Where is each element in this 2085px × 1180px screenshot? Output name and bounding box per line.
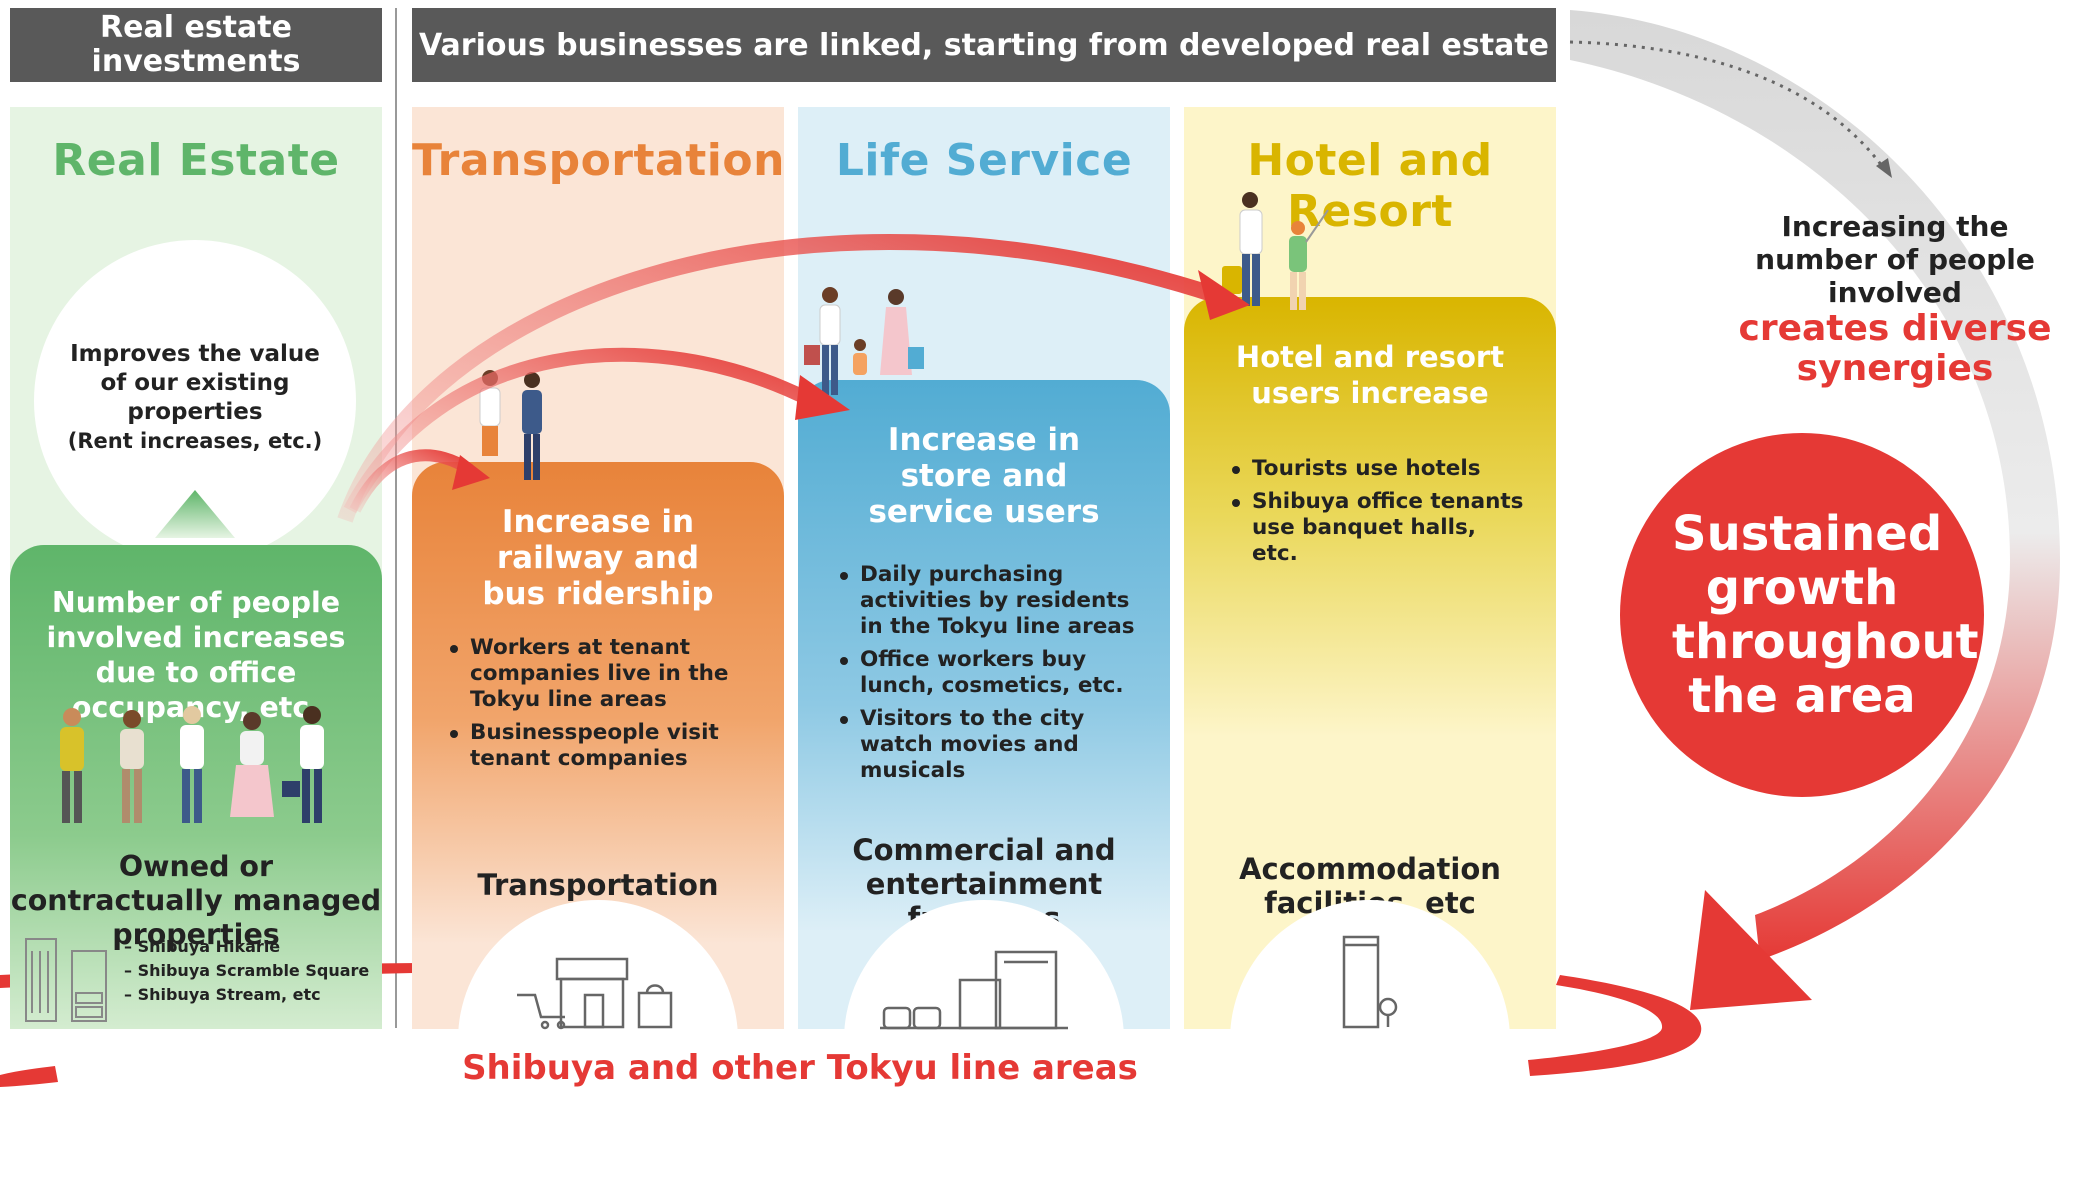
life-bullets: Daily purchasing activities by residents…: [834, 562, 1144, 791]
business-people-icon: [479, 370, 542, 480]
hotel-bullets: Tourists use hotels Shibuya office tenan…: [1226, 456, 1526, 574]
transport-bullets: Workers at tenant companies live in the …: [444, 635, 744, 779]
header-left-text: Real estate investments: [91, 10, 301, 79]
property-item: – Shibuya Stream, etc: [124, 985, 321, 1004]
life-card-title: Increase in store and service users: [868, 422, 1100, 530]
column-title-real-estate: Real Estate: [52, 135, 340, 186]
bullet-item: Tourists use hotels: [1226, 456, 1526, 482]
bullet-item: Businesspeople visit tenant companies: [444, 720, 744, 772]
synergy-line1: Increasing the number of people involved: [1755, 210, 2035, 309]
header-left: Real estate investments: [10, 8, 382, 82]
value-circle-line2: (Rent increases, etc.): [67, 429, 323, 453]
hotel-building-icon: [1342, 935, 1398, 1029]
commercial-buildings-icon: [880, 950, 1068, 1030]
bullet-item: Office workers buy lunch, cosmetics, etc…: [834, 647, 1144, 699]
bullet-item: Visitors to the city watch movies and mu…: [834, 706, 1144, 784]
transport-function: Transportation: [477, 868, 719, 902]
bullet-item: Shibuya office tenants use banquet halls…: [1226, 489, 1526, 567]
sustained-growth-circle: Sustained growth throughout the area: [1620, 433, 1984, 797]
tourists-icon: [1222, 192, 1329, 310]
real-estate-function: Owned or contractually managed propertie…: [10, 850, 382, 951]
property-item: – Shibuya Scramble Square: [124, 961, 370, 980]
synergy-line2: creates diverse synergies: [1738, 308, 2052, 389]
value-circle-line1: Improves the value of our existing prope…: [70, 341, 320, 425]
hotel-card-title: Hotel and resort users increase: [1235, 340, 1505, 410]
up-triangle-icon: [155, 490, 235, 538]
property-item: – Shibuya Hikarie: [124, 937, 281, 956]
synergy-text: Increasing the number of people involved…: [1705, 210, 2085, 389]
value-circle-text: Improves the value of our existing prope…: [60, 340, 330, 456]
bullet-item: Daily purchasing activities by residents…: [834, 562, 1144, 640]
sustained-growth-text: Sustained growth throughout the area: [1672, 506, 1979, 724]
buildings-icon: [25, 938, 107, 1022]
shop-icon: [517, 957, 673, 1030]
walking-people-icon: [60, 706, 324, 823]
bottom-area-label: Shibuya and other Tokyu line areas: [462, 1048, 1138, 1088]
header-main-text: Various businesses are linked, starting …: [418, 27, 1549, 63]
shopping-family-icon: [804, 287, 924, 395]
flow-arrows: [337, 233, 1250, 523]
header-main: Various businesses are linked, starting …: [412, 8, 1556, 82]
column-title-life-service: Life Service: [835, 135, 1133, 186]
bullet-item: Workers at tenant companies live in the …: [444, 635, 744, 713]
header-divider: [395, 8, 397, 1028]
transport-card-title: Increase in railway and bus ridership: [482, 504, 714, 612]
column-title-transportation: Transportation: [412, 135, 785, 186]
property-list: – Shibuya Hikarie – Shibuya Scramble Squ…: [124, 935, 369, 1007]
column-title-hotel: Hotel and Resort: [1247, 135, 1493, 237]
